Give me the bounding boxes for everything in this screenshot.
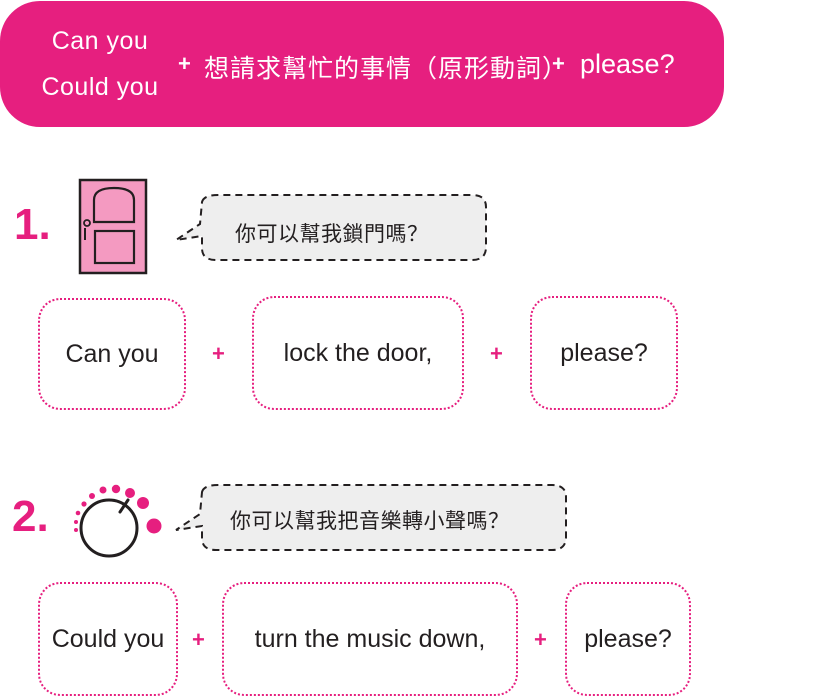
step-number-2: 2. — [12, 492, 49, 541]
banner-option-can-you: Can you — [51, 27, 149, 55]
word-box-can-you: Can you — [38, 298, 186, 410]
word-box-lock-the-door: lock the door, — [252, 296, 464, 410]
step-number-1: 1. — [14, 200, 51, 249]
word-box-please: please? — [565, 582, 691, 696]
plus-sign: + — [534, 627, 547, 652]
banner-middle-text: 想請求幫忙的事情（原形動詞） — [204, 54, 569, 83]
word-box-turn-the-music-down: turn the music down, — [222, 582, 518, 696]
plus-sign: + — [490, 341, 503, 366]
volume-knob-icon — [74, 484, 162, 558]
speech-bubble-2 — [175, 484, 567, 551]
banner-plus-1: + — [178, 51, 191, 76]
banner-plus-2: + — [552, 51, 565, 76]
formula-banner: Can you Could you + 想請求幫忙的事情（原形動詞） + ple… — [0, 1, 724, 127]
word-box-could-you: Could you — [38, 582, 178, 696]
plus-sign: + — [192, 627, 205, 652]
word-box-please: please? — [530, 296, 678, 410]
plus-sign: + — [212, 341, 225, 366]
question-text-1: 你可以幫我鎖門嗎？ — [235, 222, 429, 246]
door-icon — [78, 178, 148, 275]
banner-option-could-you: Could you — [41, 73, 159, 101]
question-text-2: 你可以幫我把音樂轉小聲嗎？ — [230, 509, 510, 533]
speech-bubble-1 — [175, 194, 487, 261]
banner-ending-text: please? — [580, 49, 675, 79]
